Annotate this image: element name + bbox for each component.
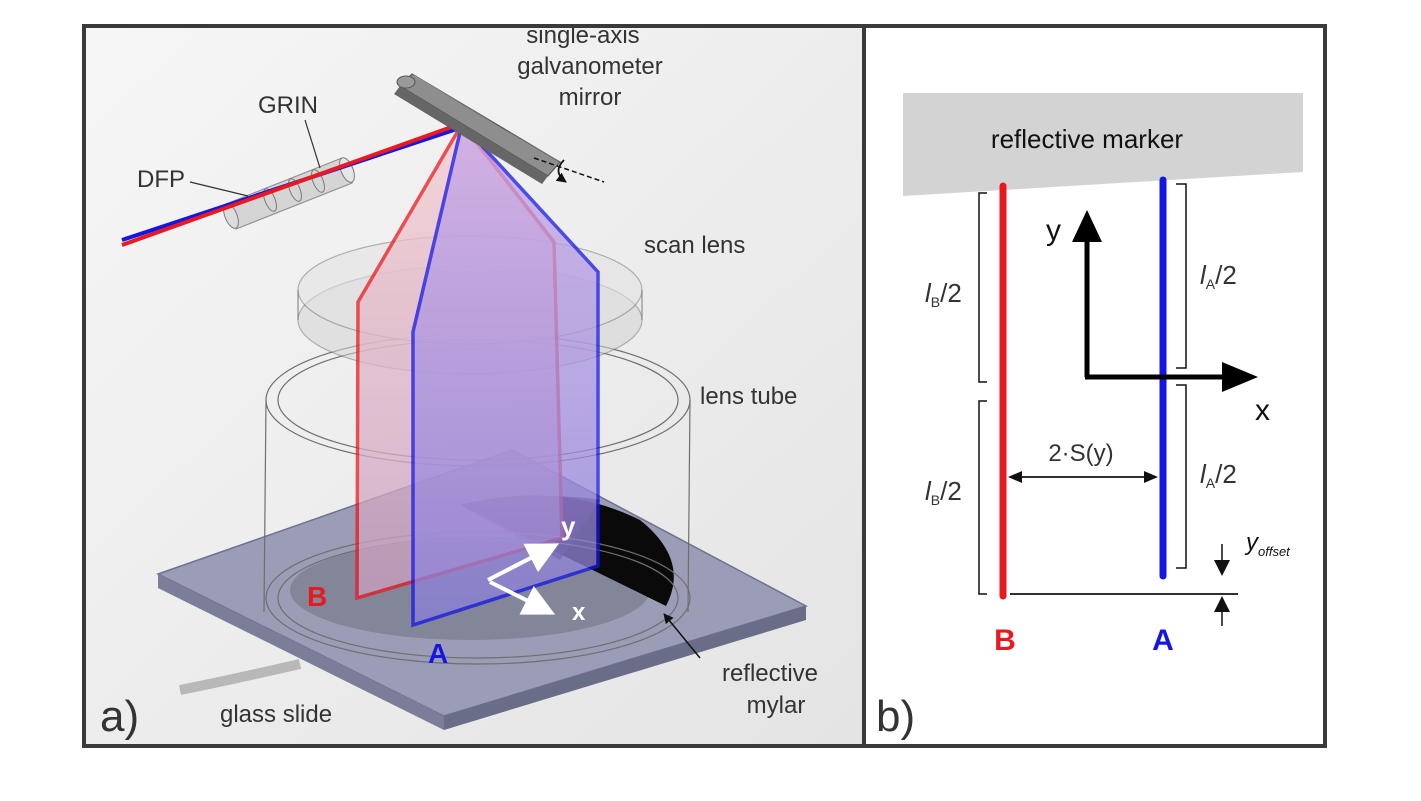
mirror-axis xyxy=(533,157,605,183)
axis-x-label-b: x xyxy=(1255,394,1270,427)
x-axis-arrowhead-icon xyxy=(1222,362,1258,392)
y-axis-arrow xyxy=(487,543,560,582)
dfp-leader xyxy=(189,181,249,197)
axis-y-label-a: y xyxy=(561,511,576,541)
x-axis-arrow xyxy=(489,580,556,615)
offset-label: yoffset xyxy=(1244,529,1291,559)
y-axis-arrowhead-icon xyxy=(1072,210,1102,242)
offset-arrowhead-up-icon xyxy=(1214,596,1230,612)
glass-slide-label: glass slide xyxy=(220,701,332,728)
la-top-label: lA/2 xyxy=(1200,260,1237,292)
scan-lens-label: scan lens xyxy=(644,232,745,259)
beam-a-label: A xyxy=(428,638,448,669)
separation-arrowhead-right-icon xyxy=(1144,471,1158,483)
lb-bottom-label: lB/2 xyxy=(925,476,962,508)
input-beam-red xyxy=(121,122,461,247)
panel-a-label: a) xyxy=(100,692,139,741)
offset-arrowhead-down-icon xyxy=(1214,560,1230,576)
separation-label: 2·S(y) xyxy=(1048,440,1113,467)
grin-label: GRIN xyxy=(258,92,318,119)
lens-tube-label: lens tube xyxy=(700,383,797,410)
line-a-label: A xyxy=(1152,624,1174,657)
bracket-lb-top xyxy=(978,192,987,383)
rotation-arrow-icon xyxy=(555,159,567,183)
reflective-marker-shape xyxy=(903,93,1303,196)
panel-b-label: b) xyxy=(876,692,915,741)
bracket-la-top xyxy=(1176,183,1187,369)
bracket-lb-bottom xyxy=(978,400,987,595)
galvanometer-mirror xyxy=(394,73,561,184)
line-b-label: B xyxy=(994,624,1016,657)
figure-frame xyxy=(82,24,1327,748)
beam-a-sheet xyxy=(411,120,600,628)
beam-b-label: B xyxy=(307,581,327,612)
separation-arrowhead-left-icon xyxy=(1008,471,1022,483)
grin-leader xyxy=(304,119,321,169)
la-bottom-label: lA/2 xyxy=(1200,459,1237,491)
mylar-label-1: reflective xyxy=(722,660,818,687)
galvo-label-3: mirror xyxy=(559,84,622,111)
bracket-la-bottom xyxy=(1176,384,1187,569)
axis-x-label-a: x xyxy=(572,599,586,626)
reflective-marker-label: reflective marker xyxy=(991,124,1183,154)
lb-top-label: lB/2 xyxy=(925,278,962,310)
mylar-label-2: mylar xyxy=(747,692,806,719)
mylar-leader xyxy=(663,613,701,659)
galvo-label-2: galvanometer xyxy=(517,53,662,80)
axis-y-label-b: y xyxy=(1046,214,1061,247)
panel-b: reflective marker y x lB/2 lB/2 lA/2 lA/… xyxy=(865,26,1325,746)
panel-a: DFP GRIN single-axis galvanometer mirror… xyxy=(84,22,863,746)
dfp-label: DFP xyxy=(137,166,185,193)
